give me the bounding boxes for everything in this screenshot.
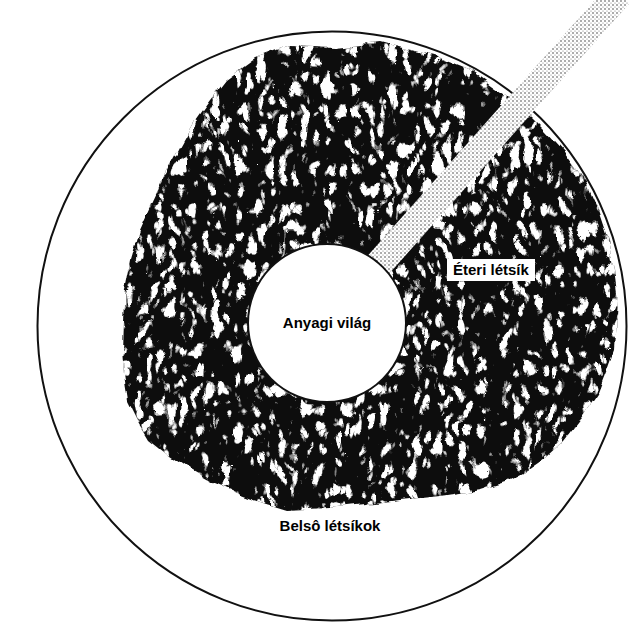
circle-label: Anyagi világ (283, 314, 371, 332)
outer-circle: Belsô létsíkok Éteri létsíkAnyagi világ (36, 30, 628, 622)
inner-circle-outline (248, 244, 406, 402)
inner-circle: Anyagi világ (247, 243, 407, 403)
blob-label: Éteri létsík (447, 259, 535, 281)
etheric-texture (120, 30, 620, 515)
region-label: Belsô létsíkok (280, 517, 381, 535)
textured-blob: Éteri létsíkAnyagi világ (120, 30, 620, 515)
